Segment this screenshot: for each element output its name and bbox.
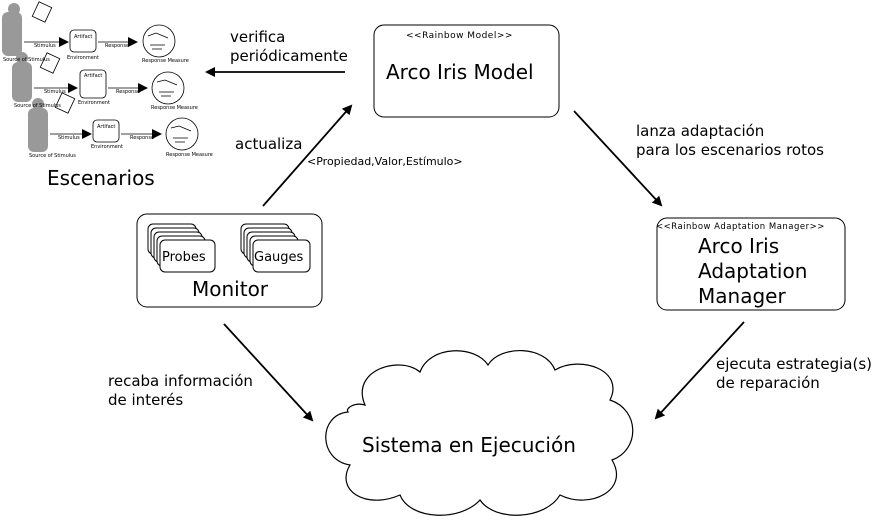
lanza-label-line: para los escenarios rotos bbox=[636, 141, 824, 159]
artifact-label: Artifact bbox=[74, 34, 93, 40]
lanza-label-line: lanza adaptación bbox=[636, 122, 765, 140]
verifica-label: verifica periódicamente bbox=[230, 28, 348, 66]
artifact-label: Artifact bbox=[97, 124, 116, 130]
source-label: Source of Stimulus bbox=[29, 153, 76, 159]
scenario-row-1 bbox=[2, 1, 176, 58]
model-box bbox=[373, 24, 560, 118]
environment-label: Environment bbox=[78, 100, 110, 106]
monitor-title: Monitor bbox=[192, 277, 269, 301]
system-title: Sistema en Ejecución bbox=[362, 433, 576, 457]
ejecuta-arrow bbox=[654, 321, 745, 420]
actualiza-detail-label: <Propiedad,Valor,Estímulo> bbox=[307, 155, 463, 168]
stimulus-label: Stimulus bbox=[34, 43, 56, 49]
scenarios-caption: Escenarios bbox=[47, 166, 155, 190]
response-label: Response bbox=[105, 43, 130, 49]
model-stereotype: <<Rainbow Model>> bbox=[406, 31, 513, 41]
lanza-arrow bbox=[573, 110, 663, 207]
source-label: Source of Stimulus bbox=[14, 103, 61, 109]
recaba-label-line: de interés bbox=[108, 391, 184, 409]
stimulus-label: Stimulus bbox=[44, 89, 66, 95]
verifica-label-line: verifica bbox=[230, 28, 286, 46]
adaptation-title-line: Arco Iris bbox=[698, 234, 780, 258]
system-cloud bbox=[325, 350, 634, 516]
adaptation-title-line: Adaptation bbox=[698, 259, 808, 283]
recaba-label: recaba información de interés bbox=[108, 372, 253, 410]
measure-label: Response Measure bbox=[166, 152, 213, 158]
source-label: Source of Stimulus bbox=[3, 57, 50, 63]
environment-label: Environment bbox=[91, 144, 123, 150]
adaptation-title-line: Manager bbox=[698, 284, 786, 308]
measure-label: Response Measure bbox=[142, 58, 189, 64]
recaba-label-line: recaba información bbox=[108, 372, 253, 390]
ejecuta-label-line: ejecuta estrategia(s) bbox=[716, 355, 873, 373]
scenarios-figure bbox=[2, 1, 199, 152]
stimulus-label: Stimulus bbox=[58, 135, 80, 141]
recaba-arrow bbox=[223, 323, 314, 422]
measure-label: Response Measure bbox=[151, 105, 198, 111]
scenario-row-2 bbox=[12, 52, 185, 105]
probes-stack bbox=[147, 223, 216, 273]
actualiza-label: actualiza bbox=[235, 135, 303, 153]
ejecuta-label-line: de reparación bbox=[716, 374, 820, 392]
gauges-stack bbox=[240, 223, 311, 273]
ejecuta-label: ejecuta estrategia(s) de reparación bbox=[716, 355, 872, 393]
scenario-row-3 bbox=[28, 92, 199, 152]
adaptation-stereotype: <<Rainbow Adaptation Manager>> bbox=[656, 222, 825, 232]
gauges-label: Gauges bbox=[254, 250, 304, 265]
model-title: Arco Iris Model bbox=[386, 60, 534, 84]
verifica-label-line: periódicamente bbox=[230, 47, 348, 65]
response-label: Response bbox=[116, 89, 141, 95]
lanza-label: lanza adaptación para los escenarios rot… bbox=[636, 122, 824, 160]
response-label: Response bbox=[130, 135, 155, 141]
artifact-label: Artifact bbox=[84, 73, 103, 79]
environment-label: Environment bbox=[67, 55, 99, 61]
actualiza-arrow bbox=[262, 104, 353, 207]
probes-label: Probes bbox=[162, 250, 206, 265]
adaptation-title: Arco Iris Adaptation Manager bbox=[698, 234, 807, 309]
adaptation-box bbox=[656, 217, 846, 311]
